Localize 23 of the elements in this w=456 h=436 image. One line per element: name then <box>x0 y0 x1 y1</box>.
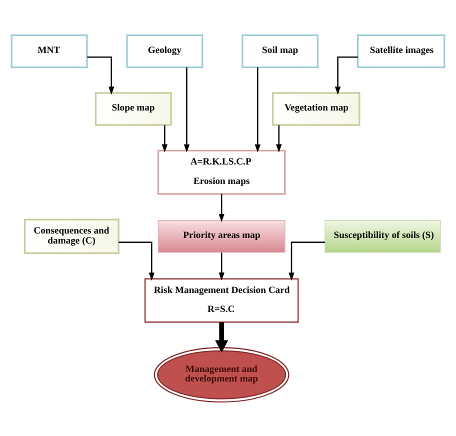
node-box: A=R.K.LS.C.P Erosion maps <box>157 149 286 194</box>
arrow <box>87 56 114 94</box>
node-box: Priority areas map <box>158 219 286 252</box>
node-box: Susceptibility of soils (S) <box>324 219 441 252</box>
arrow <box>218 193 224 222</box>
node-box: Vegetation map <box>272 92 360 126</box>
arrow <box>254 66 261 152</box>
arrow <box>162 124 168 152</box>
node-box: MNT <box>10 34 88 68</box>
node-box: Satellite images <box>357 34 446 68</box>
arrow <box>218 252 224 280</box>
arrow <box>184 66 190 152</box>
node-box: Slope map <box>94 92 172 126</box>
node-box: Soil map <box>242 34 319 68</box>
node-box: Consequences and damage (C) <box>24 218 120 254</box>
node-box: Geology <box>126 34 204 68</box>
arrow <box>276 124 282 152</box>
node-ellipse: Management and development map <box>154 346 290 402</box>
arrow <box>288 241 325 280</box>
arrow <box>118 241 155 280</box>
node-box: Risk Management Decision Card R=S.C <box>144 278 299 322</box>
arrow <box>215 322 228 352</box>
arrow <box>334 56 358 94</box>
